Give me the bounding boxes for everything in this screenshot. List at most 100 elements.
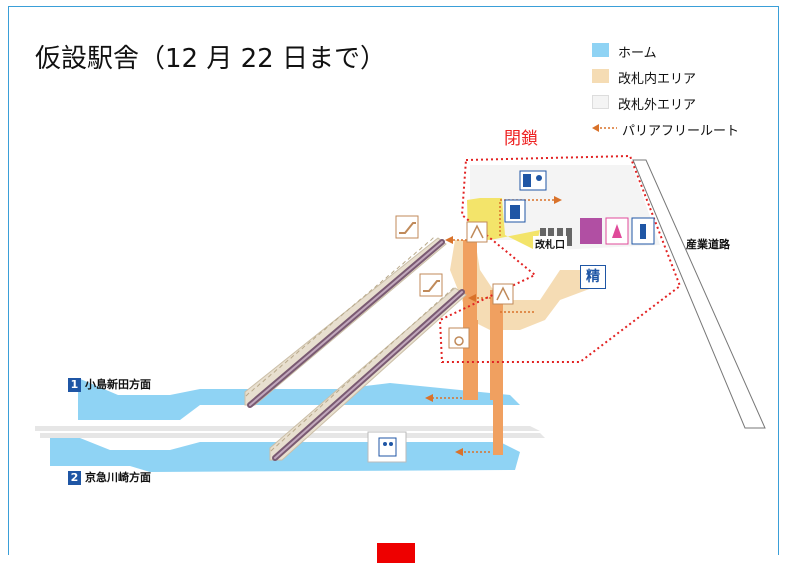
step-tick: [319, 403, 324, 408]
step-tick: [341, 384, 346, 389]
mens-toilet-icon: [631, 217, 655, 245]
step-tick: [323, 326, 328, 331]
wheelchair-icon: [448, 327, 470, 349]
step-tick: [281, 437, 286, 442]
step-tick: [314, 408, 318, 413]
step-tick: [312, 336, 317, 340]
road: [632, 159, 766, 429]
step-tick: [401, 331, 405, 335]
step-tick: [308, 413, 313, 418]
page-title: 仮設駅舎（12 月 22 日まで）: [35, 44, 386, 74]
escalator-2: [269, 287, 467, 461]
step-tick: [301, 345, 306, 350]
step-tick: [418, 246, 423, 251]
step-tick: [295, 350, 300, 355]
escalator-icon: [395, 215, 419, 239]
step-tick: [351, 303, 356, 307]
step-tick: [422, 311, 427, 316]
step-tick: [329, 322, 334, 326]
step-tick: [384, 345, 389, 350]
step-tick: [390, 340, 395, 345]
step-tick: [352, 374, 356, 379]
step-tick: [251, 387, 255, 392]
platform-restroom-icon: [367, 431, 407, 463]
step-tick: [362, 293, 367, 298]
step-tick: [374, 284, 378, 289]
step-tick: [290, 354, 295, 359]
route-arrow-icon: [592, 124, 617, 132]
step-tick: [406, 326, 411, 331]
step-tick: [385, 274, 390, 279]
step-tick: [273, 369, 278, 373]
step-tick: [245, 392, 250, 397]
escalator-steps: [245, 237, 454, 452]
step-tick: [417, 316, 422, 321]
step-tick: [363, 365, 367, 369]
road-label: 産業道路: [686, 238, 730, 251]
step-tick: [402, 260, 406, 265]
step-tick: [335, 389, 340, 394]
step-tick: [430, 237, 434, 242]
step-tick: [276, 442, 280, 447]
step-tick: [368, 360, 373, 365]
elevator-icon: [492, 283, 514, 305]
step-tick: [284, 359, 289, 364]
inside-area-swatch: [592, 69, 609, 83]
step-tick: [428, 306, 433, 311]
step-tick: [413, 251, 418, 256]
step-tick: [346, 307, 350, 312]
step-tick: [396, 265, 401, 270]
step-tick: [270, 447, 275, 452]
step-tick: [346, 379, 351, 384]
step-tick: [407, 256, 412, 260]
fare-adjustment-icon: 精: [580, 265, 606, 289]
step-tick: [379, 350, 384, 355]
staff-icon: [504, 199, 526, 223]
step-tick: [335, 317, 339, 322]
legend-label: 改札内エリア: [618, 72, 697, 87]
step-tick: [379, 279, 384, 284]
outside-area-swatch: [592, 95, 609, 109]
step-tick: [424, 242, 429, 246]
legend-label: 改札外エリア: [618, 98, 697, 113]
step-tick: [374, 355, 378, 360]
legend-label: パリアフリールート: [622, 124, 740, 139]
step-tick: [395, 336, 400, 340]
step-tick: [325, 399, 329, 403]
step-tick: [390, 270, 395, 275]
closed-area-border: [438, 154, 682, 363]
elevator-icon: [466, 221, 488, 243]
platform-1-number: 1: [68, 378, 81, 392]
step-tick: [444, 292, 449, 297]
womens-toilet-icon: [605, 217, 629, 245]
platform-swatch: [592, 43, 609, 57]
step-tick: [307, 340, 311, 345]
restroom-icon: [580, 218, 602, 244]
platform-2-number: 2: [68, 471, 81, 485]
legend-label: ホーム: [618, 46, 657, 61]
step-tick: [450, 287, 454, 292]
step-tick: [357, 369, 362, 374]
red-marker: [377, 543, 415, 563]
step-tick: [330, 394, 335, 398]
route-arrow-heads: [425, 196, 562, 456]
escalator-1: [244, 237, 447, 408]
step-tick: [439, 297, 444, 301]
step-tick: [357, 298, 362, 303]
step-tick: [433, 302, 438, 306]
page-frame: [8, 6, 779, 555]
step-tick: [318, 331, 323, 336]
step-tick: [262, 378, 267, 383]
gate-label: 改札口: [533, 236, 567, 251]
platform-2-label: 2 京急川崎方面: [68, 469, 151, 485]
step-tick: [267, 373, 272, 378]
inside-area-route: [450, 240, 600, 330]
pillar: [493, 300, 503, 455]
step-tick: [292, 428, 297, 432]
step-tick: [286, 433, 291, 437]
platform-1: [78, 378, 520, 420]
platform-2-direction: 京急川崎方面: [85, 471, 151, 484]
step-tick: [340, 312, 345, 317]
platform-1-direction: 小島新田方面: [85, 378, 151, 391]
step-tick: [303, 418, 308, 423]
